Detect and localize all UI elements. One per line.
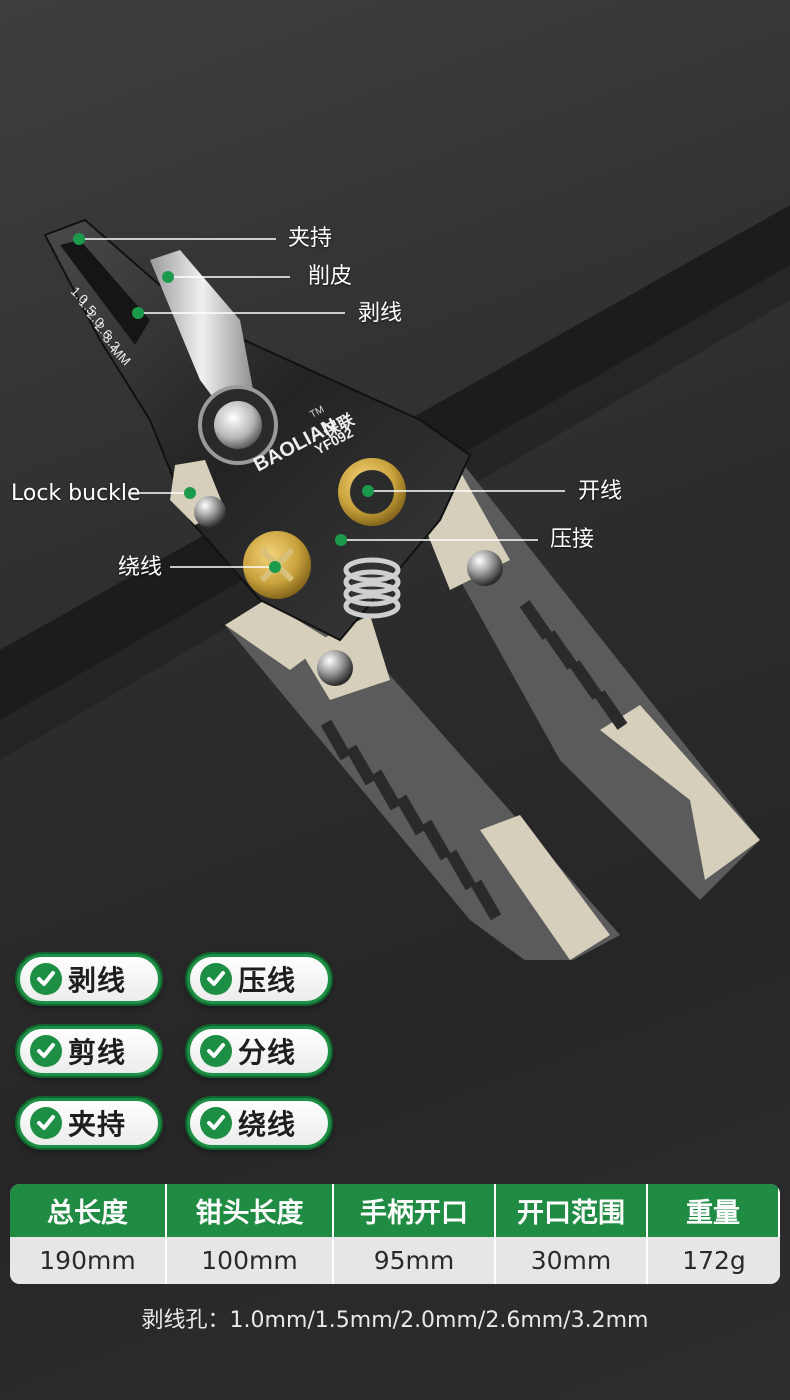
spec-table: 总长度 钳头长度 手柄开口 开口范围 重量 190mm 100mm 95mm 3… [10, 1184, 780, 1284]
feature-badge-clamp: 夹持 [17, 1098, 161, 1148]
feature-badge-cut: 剪线 [17, 1026, 161, 1076]
spec-header-handle-opening: 手柄开口 [334, 1184, 496, 1237]
check-icon [200, 1035, 232, 1067]
feature-label: 剥线 [68, 964, 127, 997]
check-icon [30, 1107, 62, 1139]
feature-label: 剪线 [68, 1036, 127, 1069]
spec-value-head-length: 100mm [167, 1237, 334, 1284]
feature-badge-strip: 剥线 [17, 954, 161, 1004]
callout-clamp: 夹持 [288, 226, 333, 251]
feature-label: 压线 [238, 964, 297, 997]
callout-wind: 绕线 [118, 555, 163, 580]
callout-crimp: 压接 [550, 527, 595, 552]
feature-label: 夹持 [68, 1108, 127, 1141]
spec-header-total-length: 总长度 [10, 1184, 167, 1237]
feature-label: 绕线 [238, 1108, 297, 1141]
feature-badge-split: 分线 [187, 1026, 331, 1076]
strip-hole-footnote: 剥线孔：1.0mm/1.5mm/2.0mm/2.6mm/3.2mm [141, 1308, 649, 1333]
spec-value-handle-opening: 95mm [334, 1237, 496, 1284]
spec-header-opening-range: 开口范围 [496, 1184, 648, 1237]
spec-value-opening-range: 30mm [496, 1237, 648, 1284]
callout-lock-buckle: Lock buckle [11, 481, 141, 506]
spring [343, 557, 401, 619]
feature-badge-wind: 绕线 [187, 1098, 331, 1148]
check-icon [30, 1035, 62, 1067]
spec-value-weight: 172g [648, 1237, 780, 1284]
spec-value-total-length: 190mm [10, 1237, 167, 1284]
wire-stripper-illustration: BAOLIAN 保联 TM YF092 1.0 1.5 2.0 2.6 3.2 … [0, 205, 790, 960]
check-icon [200, 1107, 232, 1139]
callout-leaders [73, 233, 565, 573]
check-icon [200, 963, 232, 995]
feature-badge-crimp: 压线 [187, 954, 331, 1004]
callout-strip: 剥线 [358, 301, 403, 326]
check-icon [30, 963, 62, 995]
plier-head [43, 218, 472, 642]
feature-label: 分线 [238, 1036, 297, 1069]
feature-badges: 剥线 压线 剪线 分线 夹持 绕线 [15, 950, 345, 1150]
spec-header-head-length: 钳头长度 [167, 1184, 334, 1237]
spec-header-weight: 重量 [648, 1184, 780, 1237]
left-handle [225, 585, 620, 960]
callout-peel: 削皮 [308, 264, 353, 289]
callout-open-wire: 开线 [578, 479, 623, 504]
